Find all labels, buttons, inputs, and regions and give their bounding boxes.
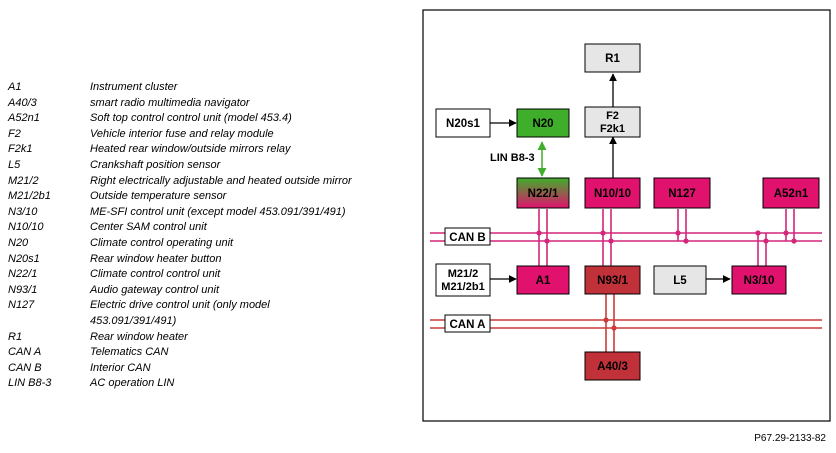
legend-desc: Instrument cluster: [90, 81, 178, 93]
legend-desc: Soft top control control unit (model 453…: [90, 112, 292, 125]
legend-desc: smart radio multimedia navigator: [90, 96, 250, 109]
box-label: L5: [673, 275, 687, 287]
box-n20s1: N20s1: [435, 108, 491, 138]
legend-code: A1: [8, 81, 22, 93]
box-label-m21-2: M21/2: [448, 268, 479, 280]
legend-desc: Telematics CAN: [90, 346, 169, 359]
legend-desc: Interior CAN: [90, 361, 151, 374]
box-n93-1: N93/1: [584, 265, 641, 295]
legend-row: N22/1 Climate control control unit: [8, 267, 408, 283]
box-n10-10: N10/10: [584, 177, 641, 209]
legend-row: F2k1 Heated rear window/outside mirrors r…: [8, 142, 408, 158]
legend-code: N20s1: [8, 252, 40, 265]
box-label: N3/10: [744, 275, 775, 287]
can-b-junctions: [536, 230, 797, 244]
legend-desc: Center SAM control unit: [90, 221, 207, 234]
box-n22-1: N22/1: [516, 177, 570, 209]
legend-row: L5 Crankshaft position sensor: [8, 158, 408, 174]
legend-code: N93/1: [8, 283, 38, 296]
legend-row: N20s1 Rear window heater button: [8, 252, 408, 268]
box-f2: F2 F2k1: [584, 106, 641, 138]
box-a52n1: A52n1: [762, 177, 820, 209]
legend-code: N20: [8, 236, 29, 249]
legend-row: F2 Vehicle interior fuse and relay module: [8, 127, 408, 143]
box-label: R1: [605, 53, 620, 65]
legend-desc: Outside temperature sensor: [90, 190, 227, 203]
legend-desc: Heated rear window/outside mirrors relay: [90, 143, 291, 156]
legend-row: LIN B8-3 AC operation LIN: [8, 376, 408, 392]
can-a-label-box: [444, 314, 491, 333]
box-l5: L5: [653, 265, 707, 295]
legend-code: M21/2b1: [8, 190, 51, 203]
legend-row: M21/2b1 Outside temperature sensor: [8, 189, 408, 205]
can-b-label-box: [444, 227, 491, 246]
legend-desc: Rear window heater button: [90, 252, 222, 265]
legend-row: A1 Instrument cluster: [8, 80, 408, 96]
legend-code: LIN B8-3: [8, 377, 52, 390]
legend-code: CAN B: [8, 361, 42, 374]
legend-code: N3/10: [8, 205, 38, 218]
box-label: A1: [536, 275, 551, 287]
can-b-label: CAN B: [449, 232, 485, 244]
box-r1: R1: [584, 43, 641, 73]
lin-label: LIN B8-3: [490, 152, 535, 164]
legend-code: N10/10: [8, 221, 44, 234]
legend-desc: Climate control control unit: [90, 268, 221, 281]
box-m21-2: M21/2 M21/2b1: [435, 263, 491, 297]
box-label-m21-2b1: M21/2b1: [441, 281, 484, 293]
box-n127: N127: [653, 177, 711, 209]
legend-row: N127 Electric drive control unit (only mo…: [8, 298, 408, 329]
legend-code: A52n1: [8, 112, 40, 125]
legend-row: A52n1 Soft top control control unit (mode…: [8, 111, 408, 127]
document-reference: P67.29-2133-82: [754, 433, 826, 444]
box-label: N22/1: [528, 188, 559, 200]
box-label: N93/1: [597, 275, 628, 287]
box-n20: N20: [516, 108, 570, 138]
legend-row: A40/3 smart radio multimedia navigator: [8, 96, 408, 112]
box-label: N20: [532, 118, 553, 130]
legend-code: M21/2: [8, 174, 39, 187]
box-label: A40/3: [597, 361, 628, 373]
legend-code: F2: [8, 127, 21, 140]
legend-code: L5: [8, 158, 21, 171]
legend-row: R1 Rear window heater: [8, 330, 408, 346]
box-label: N127: [668, 188, 696, 200]
legend-row: N10/10 Center SAM control unit: [8, 220, 408, 236]
can-a-junctions: [603, 317, 617, 331]
legend-desc: Crankshaft position sensor: [90, 158, 221, 171]
legend-code: N22/1: [8, 268, 38, 281]
signal-arrows: [490, 73, 731, 283]
legend-row: N93/1 Audio gateway control unit: [8, 283, 408, 299]
box-label: N10/10: [594, 188, 631, 200]
can-a-label: CAN A: [450, 319, 486, 331]
box-label: N20s1: [446, 118, 480, 130]
legend-desc: Right electrically adjustable and heated…: [90, 174, 352, 187]
legend-code: CAN A: [8, 346, 42, 359]
legend-row: M21/2 Right electrically adjustable and h…: [8, 174, 408, 190]
legend-row: N20 Climate control operating unit: [8, 236, 408, 252]
legend-desc: Audio gateway control unit: [90, 283, 220, 296]
legend-code: R1: [8, 330, 23, 343]
legend-code: N127: [8, 299, 35, 312]
legend-desc: Vehicle interior fuse and relay module: [90, 127, 274, 140]
legend-code: F2k1: [8, 143, 33, 156]
legend-row: N3/10 ME-SFI control unit (except model 4…: [8, 205, 408, 221]
box-label-f2: F2: [606, 110, 619, 122]
box-label: A52n1: [774, 188, 809, 200]
legend-desc: Electric drive control unit (only model …: [90, 299, 270, 327]
box-a1: A1: [516, 265, 570, 295]
box-label-f2k1: F2k1: [600, 123, 625, 135]
legend-row: CAN B Interior CAN: [8, 361, 408, 377]
legend-desc: Climate control operating unit: [90, 236, 234, 249]
legend-desc: Rear window heater: [90, 330, 188, 343]
box-n3-10: N3/10: [731, 265, 787, 295]
box-a40-3: A40/3: [584, 351, 641, 381]
legend-row: CAN A Telematics CAN: [8, 345, 408, 361]
legend-desc: AC operation LIN: [90, 377, 175, 390]
legend: A1 Instrument cluster A40/3 smart radio mu…: [8, 80, 408, 392]
legend-desc: ME-SFI control unit (except model 453.09…: [90, 205, 346, 218]
legend-code: A40/3: [8, 96, 37, 109]
